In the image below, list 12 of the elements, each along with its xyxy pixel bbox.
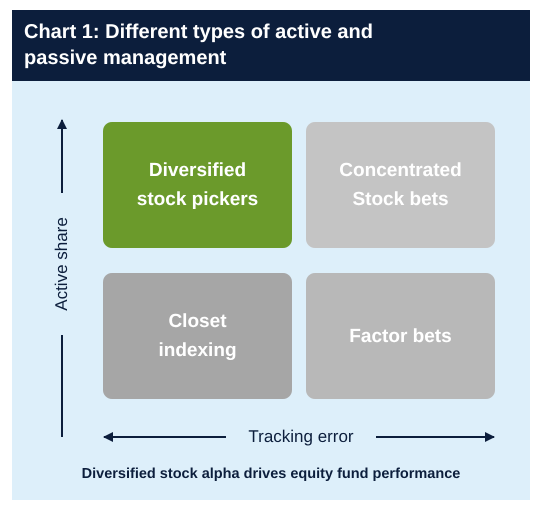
axis-label: Tracking error xyxy=(248,427,354,447)
caption: Diversified stock alpha drives equity fund performance xyxy=(80,466,462,482)
quadrant-box xyxy=(306,273,495,399)
title-banner: Chart 1: Different types of active and passive management xyxy=(12,10,530,81)
quadrant-label: Closet indexing xyxy=(157,310,238,363)
quadrant-box xyxy=(103,273,292,399)
quadrant-box xyxy=(103,122,292,248)
quadrant-label: Diversified stock pickers xyxy=(136,159,260,212)
axis-label: Active share xyxy=(52,217,72,311)
quadrant-label: Factor bets xyxy=(349,324,452,348)
quadrant-label: Concentrated Stock bets xyxy=(338,159,463,212)
quadrant-box xyxy=(306,122,495,248)
